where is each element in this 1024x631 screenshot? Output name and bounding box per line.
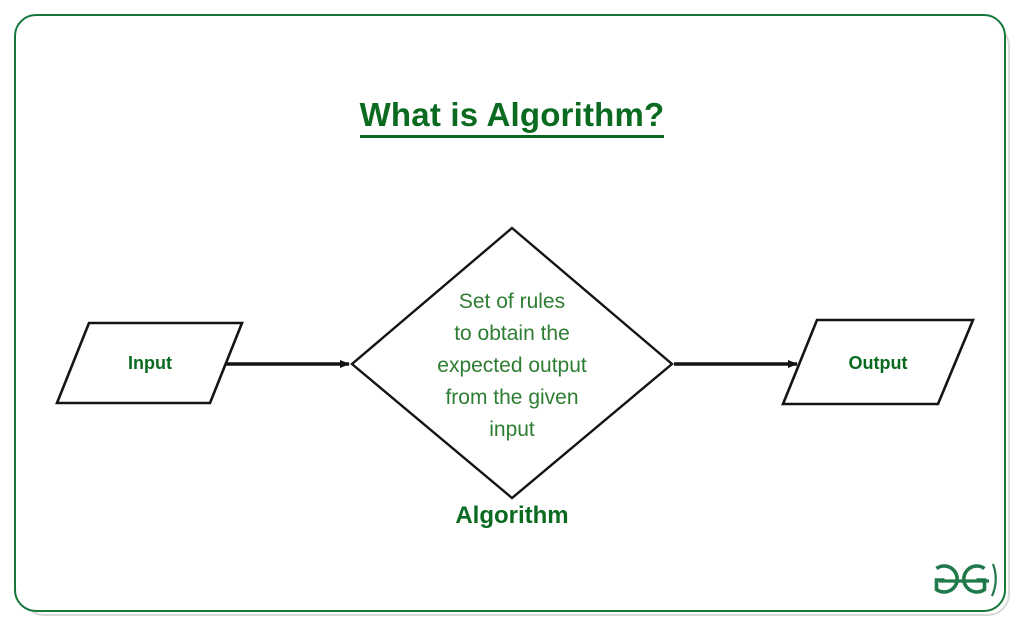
node-algorithm-text-line-2: to obtain the bbox=[454, 322, 570, 345]
node-algorithm-text-line-5: input bbox=[489, 418, 535, 441]
node-algorithm-caption: Algorithm bbox=[455, 502, 569, 529]
node-input-label: Input bbox=[128, 353, 172, 373]
node-algorithm-text-line-1: Set of rules bbox=[458, 290, 566, 313]
node-output-shape[interactable] bbox=[781, 318, 975, 406]
page-title-text: What is Algorithm? bbox=[359, 96, 665, 138]
frame-border bbox=[14, 14, 1006, 612]
node-algorithm-text-line-3: expected output bbox=[437, 354, 587, 377]
node-algorithm-text: Set of rules to obtain the expected outp… bbox=[402, 286, 622, 446]
node-algorithm-text-line-4: from the given bbox=[445, 386, 579, 409]
node-output-label: Output bbox=[848, 353, 908, 373]
page-title: What is Algorithm? bbox=[0, 96, 1024, 138]
node-input-shape[interactable] bbox=[55, 321, 244, 405]
geeksforgeeks-logo-icon bbox=[934, 563, 997, 597]
node-algorithm-shape[interactable] bbox=[350, 226, 674, 500]
